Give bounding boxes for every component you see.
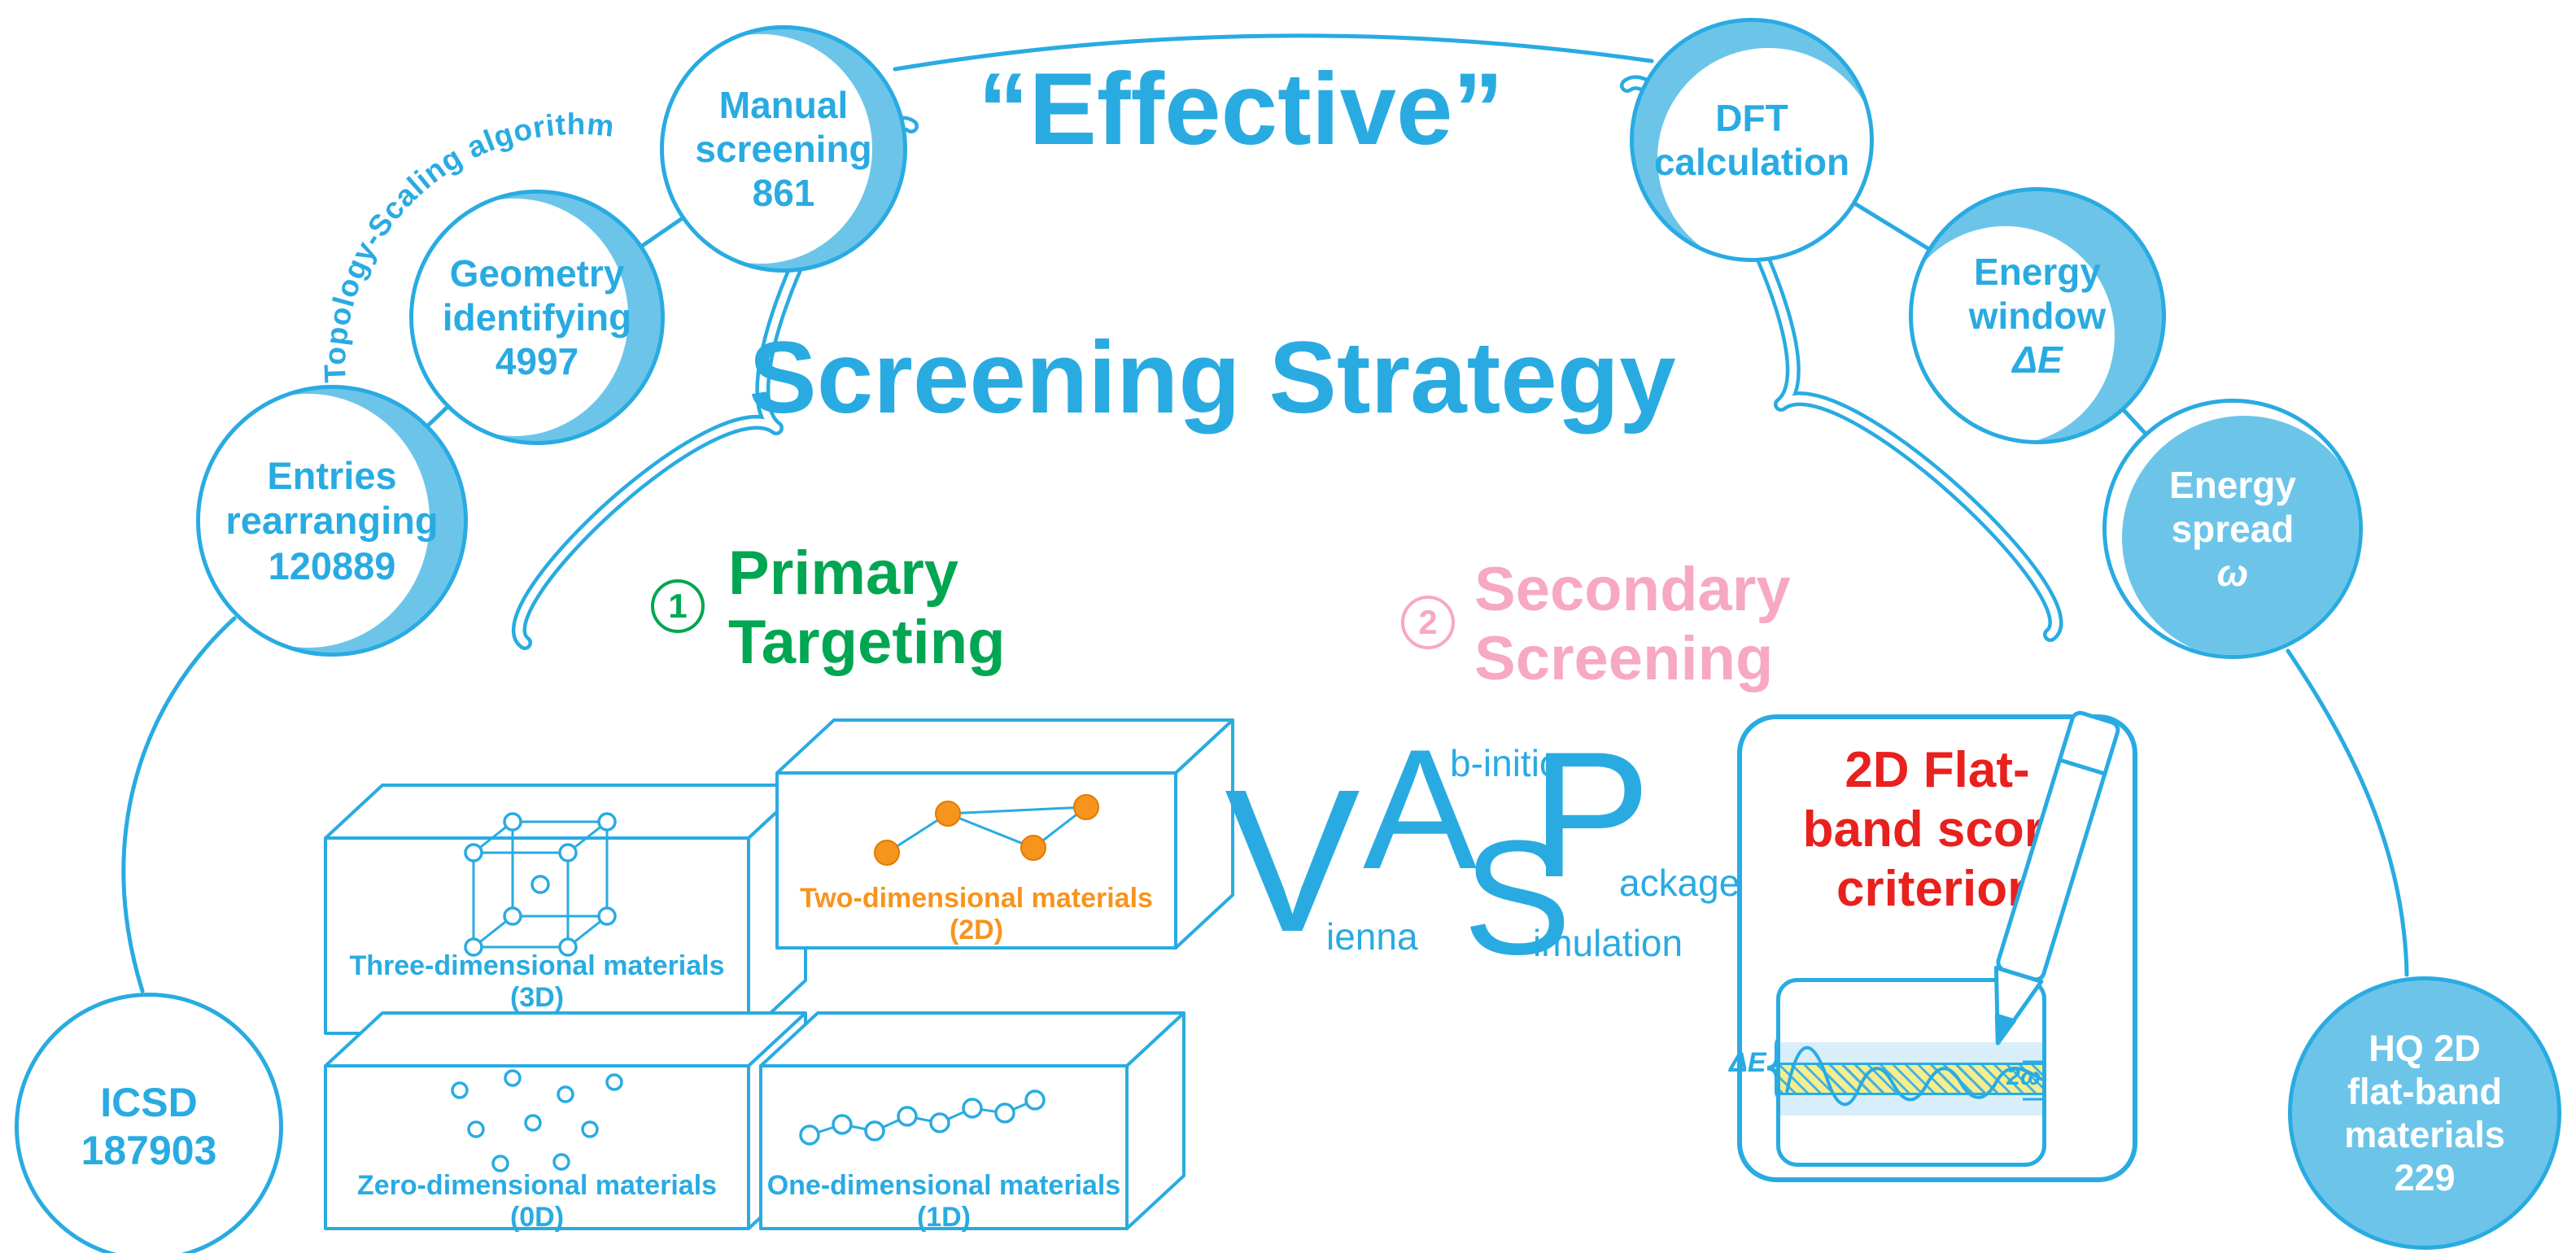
node-geometry-identifying: Geometry identifying 4997: [409, 190, 665, 445]
node-manual-line: screening: [695, 127, 872, 170]
stage-2-title: Secondary Screening: [1474, 555, 1791, 693]
label-3d: Three-dimensional materials (3D): [325, 950, 749, 1014]
0d-dots-icon: [451, 1069, 623, 1172]
main-title-line1: “Effective”: [977, 53, 1504, 166]
vasp-letter-s: S: [1463, 807, 1572, 989]
vasp-letter-v: V: [1225, 747, 1360, 974]
label-0d-text: Zero-dimensional materials: [356, 1170, 718, 1201]
label-3d-text: Three-dimensional materials: [349, 950, 725, 981]
node-entries-rearranging: Entries rearranging 120889: [196, 385, 468, 657]
label-2d-text: Two-dimensional materials: [800, 883, 1153, 914]
node-dft-line: calculation: [1653, 141, 1850, 183]
node-hq-count: 229: [2394, 1157, 2456, 1199]
node-geometry-count: 4997: [495, 340, 579, 383]
node-hq-line: flat-band: [2347, 1070, 2502, 1112]
vasp-letter-p: P: [1531, 714, 1651, 915]
node-dft-calculation: DFT calculation: [1630, 18, 1874, 262]
node-entries-line: rearranging: [225, 499, 439, 543]
link-spread-hq: [2286, 648, 2409, 977]
node-hq-line: HQ 2D: [2369, 1027, 2481, 1069]
criterion-title-line2: band score: [1802, 801, 2072, 858]
1d-chain-icon: [799, 1089, 1046, 1146]
criterion-card: 2D Flat- band score criterion ΔE { 2ω: [1729, 714, 2137, 1182]
stage-2-badge: 2: [1401, 596, 1455, 649]
2d-lattice-icon: [874, 794, 1099, 866]
link-dft-window: [1853, 202, 1930, 251]
band-diagram: 2ω: [1776, 978, 2046, 1167]
label-0d: Zero-dimensional materials (0D): [325, 1170, 749, 1233]
label-3d-dim: (3D): [509, 982, 565, 1014]
stage-1-number: 1: [668, 587, 688, 625]
delta-e-label: ΔE: [1729, 1047, 1766, 1079]
node-spread-symbol: ω: [2216, 552, 2249, 595]
node-spread-line: Energy: [2169, 463, 2296, 506]
vasp-letter-a: A: [1363, 714, 1478, 905]
node-geometry-line: Geometry: [449, 251, 625, 295]
node-entries-count: 120889: [268, 544, 396, 587]
label-1d: One-dimensional materials (1D): [761, 1170, 1127, 1233]
vasp-word-ackage: ackage: [1619, 862, 1740, 904]
node-energy-spread: Energy spread ω: [2102, 399, 2363, 659]
label-2d: Two-dimensional materials (2D): [777, 883, 1176, 946]
node-hq-2d-flatband: HQ 2D flat-band materials 229: [2288, 976, 2561, 1250]
main-title-line2: Screening Strategy: [749, 321, 1676, 434]
node-window-line: window: [1968, 294, 2107, 337]
label-0d-dim: (0D): [509, 1202, 565, 1233]
node-window-line: Energy: [1974, 250, 2101, 293]
band-wave: [1785, 1046, 2042, 1107]
node-dft-line: DFT: [1715, 96, 1788, 139]
stage-2-title-line2: Screening: [1474, 624, 1774, 694]
stage-2-number: 2: [1418, 603, 1438, 641]
node-icsd: ICSD 187903: [15, 993, 283, 1253]
label-1d-dim: (1D): [916, 1202, 971, 1233]
two-omega-label: 2ω: [2006, 1063, 2041, 1090]
vasp-word-b-initio: b-initio: [1450, 742, 1561, 784]
node-window-symbol: ΔE: [2012, 338, 2063, 382]
node-hq-line: materials: [2344, 1114, 2505, 1155]
stage-1-title-line2: Targeting: [728, 608, 1006, 678]
vasp-word-ienna: ienna: [1326, 915, 1418, 958]
cube-lattice-icon: [464, 812, 617, 957]
stage-1-badge: 1: [651, 579, 705, 633]
label-1d-text: One-dimensional materials: [766, 1170, 1121, 1201]
node-entries-line: Entries: [267, 453, 397, 497]
label-2d-dim: (2D): [949, 915, 1004, 946]
node-icsd-line: ICSD: [100, 1080, 198, 1125]
node-geometry-line: identifying: [442, 295, 632, 338]
link-icsd-entries: [121, 616, 237, 993]
stage-1-title: Primary Targeting: [728, 539, 1006, 677]
criterion-title-line3: criterion: [1836, 861, 2039, 918]
vasp-word-imulation: imulation: [1533, 922, 1683, 964]
node-spread-line: spread: [2171, 507, 2294, 550]
criterion-title: 2D Flat- band score criterion: [1742, 740, 2133, 919]
criterion-title-line1: 2D Flat-: [1845, 742, 2030, 798]
node-energy-window: Energy window ΔE: [1909, 187, 2166, 444]
node-manual-count: 861: [752, 172, 815, 215]
link-window-spread: [2122, 408, 2147, 435]
stage-2-title-line1: Secondary: [1474, 555, 1791, 624]
node-manual-line: Manual: [718, 83, 849, 126]
stage-1-title-line1: Primary: [728, 539, 959, 608]
node-manual-screening: Manual screening 861: [660, 25, 907, 273]
node-icsd-count: 187903: [81, 1128, 217, 1173]
